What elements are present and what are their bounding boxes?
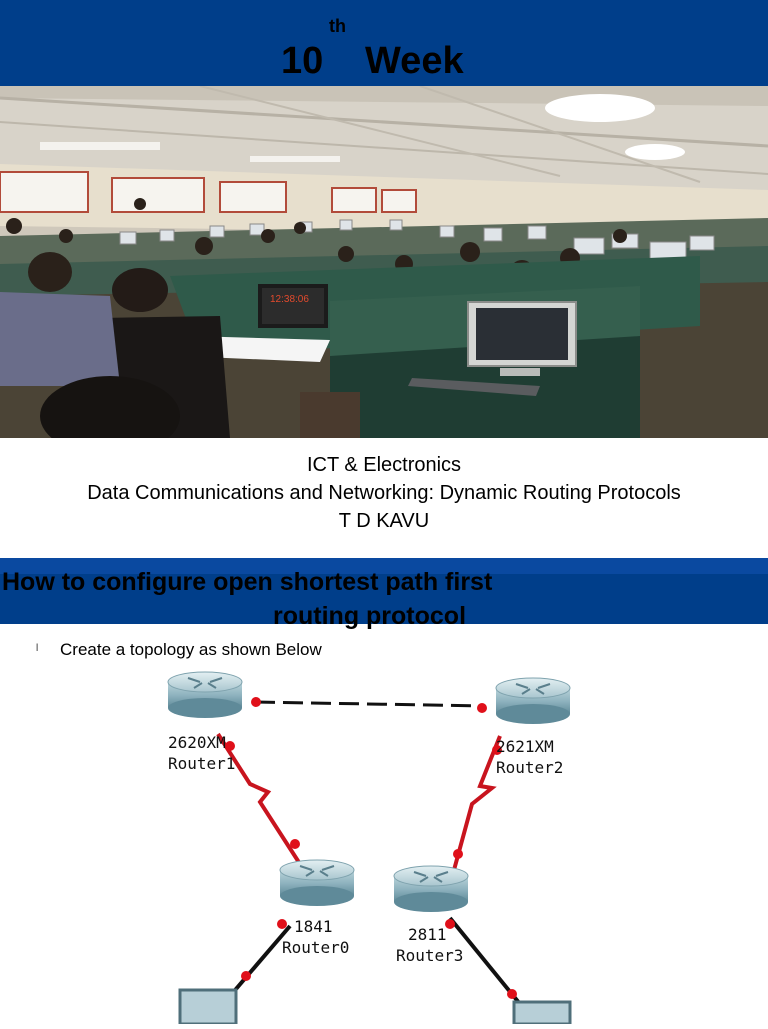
link-router1-router2 bbox=[254, 700, 486, 708]
laptop-clock: 12:38:06 bbox=[270, 294, 309, 305]
section-banner bbox=[0, 558, 768, 624]
week-number: 10 bbox=[281, 40, 324, 82]
port-dot bbox=[290, 839, 300, 849]
title-banner bbox=[0, 0, 768, 86]
router2-name: Router2 bbox=[496, 758, 564, 777]
router3-model: 2811 bbox=[408, 925, 447, 944]
section-title-line1: How to configure open shortest path firs… bbox=[2, 568, 493, 596]
router3-label: 2811 Router3 bbox=[396, 924, 463, 966]
section-title-line2: routing protocol bbox=[273, 602, 467, 630]
computer-lab-photo: 12:38:06 bbox=[0, 86, 768, 438]
week-superscript: th bbox=[329, 16, 346, 36]
serial-link-router1-router0 bbox=[216, 732, 302, 866]
bullet-marker: l bbox=[36, 643, 39, 654]
port-dot bbox=[445, 919, 455, 929]
router2-model: 2621XM bbox=[496, 737, 554, 756]
bullet-text: Create a topology as shown Below bbox=[60, 640, 322, 659]
router3-name: Router3 bbox=[396, 946, 464, 965]
router0-name: Router0 bbox=[282, 938, 350, 957]
department-line: ICT & Electronics bbox=[306, 454, 462, 476]
port-dot bbox=[225, 741, 235, 751]
router0-label: 1841 Router0 bbox=[282, 916, 349, 958]
link-router3-pc bbox=[448, 916, 522, 1006]
computer-lab-illustration: 12:38:06 bbox=[0, 86, 768, 438]
port-dot bbox=[241, 971, 251, 981]
router1-name: Router1 bbox=[168, 754, 236, 773]
router0-icon bbox=[279, 859, 355, 906]
router1-model: 2620XM bbox=[168, 733, 226, 752]
week-word: Week bbox=[365, 40, 464, 82]
link-router0-pc bbox=[228, 924, 292, 998]
router2-icon bbox=[495, 677, 571, 724]
port-dot bbox=[277, 919, 287, 929]
topology-svg bbox=[167, 671, 572, 1026]
pc-left-icon bbox=[178, 988, 238, 1026]
author-name: T D KAVU bbox=[338, 510, 430, 532]
port-dot bbox=[251, 697, 261, 707]
router1-icon bbox=[167, 671, 243, 718]
router1-label: 2620XM Router1 bbox=[168, 732, 235, 774]
router3-icon bbox=[393, 865, 469, 912]
network-topology: 2620XM Router1 2621XM Router2 1841 Route… bbox=[150, 664, 600, 1026]
serial-link-router2-router3 bbox=[452, 735, 502, 871]
port-dot bbox=[453, 849, 463, 859]
router2-label: 2621XM Router2 bbox=[496, 736, 563, 778]
port-dot bbox=[492, 745, 502, 755]
port-dot bbox=[477, 703, 487, 713]
port-dot bbox=[507, 989, 517, 999]
pc-right-icon bbox=[512, 1000, 572, 1026]
course-title: Data Communications and Networking: Dyna… bbox=[87, 482, 681, 504]
router0-model: 1841 bbox=[294, 917, 333, 936]
